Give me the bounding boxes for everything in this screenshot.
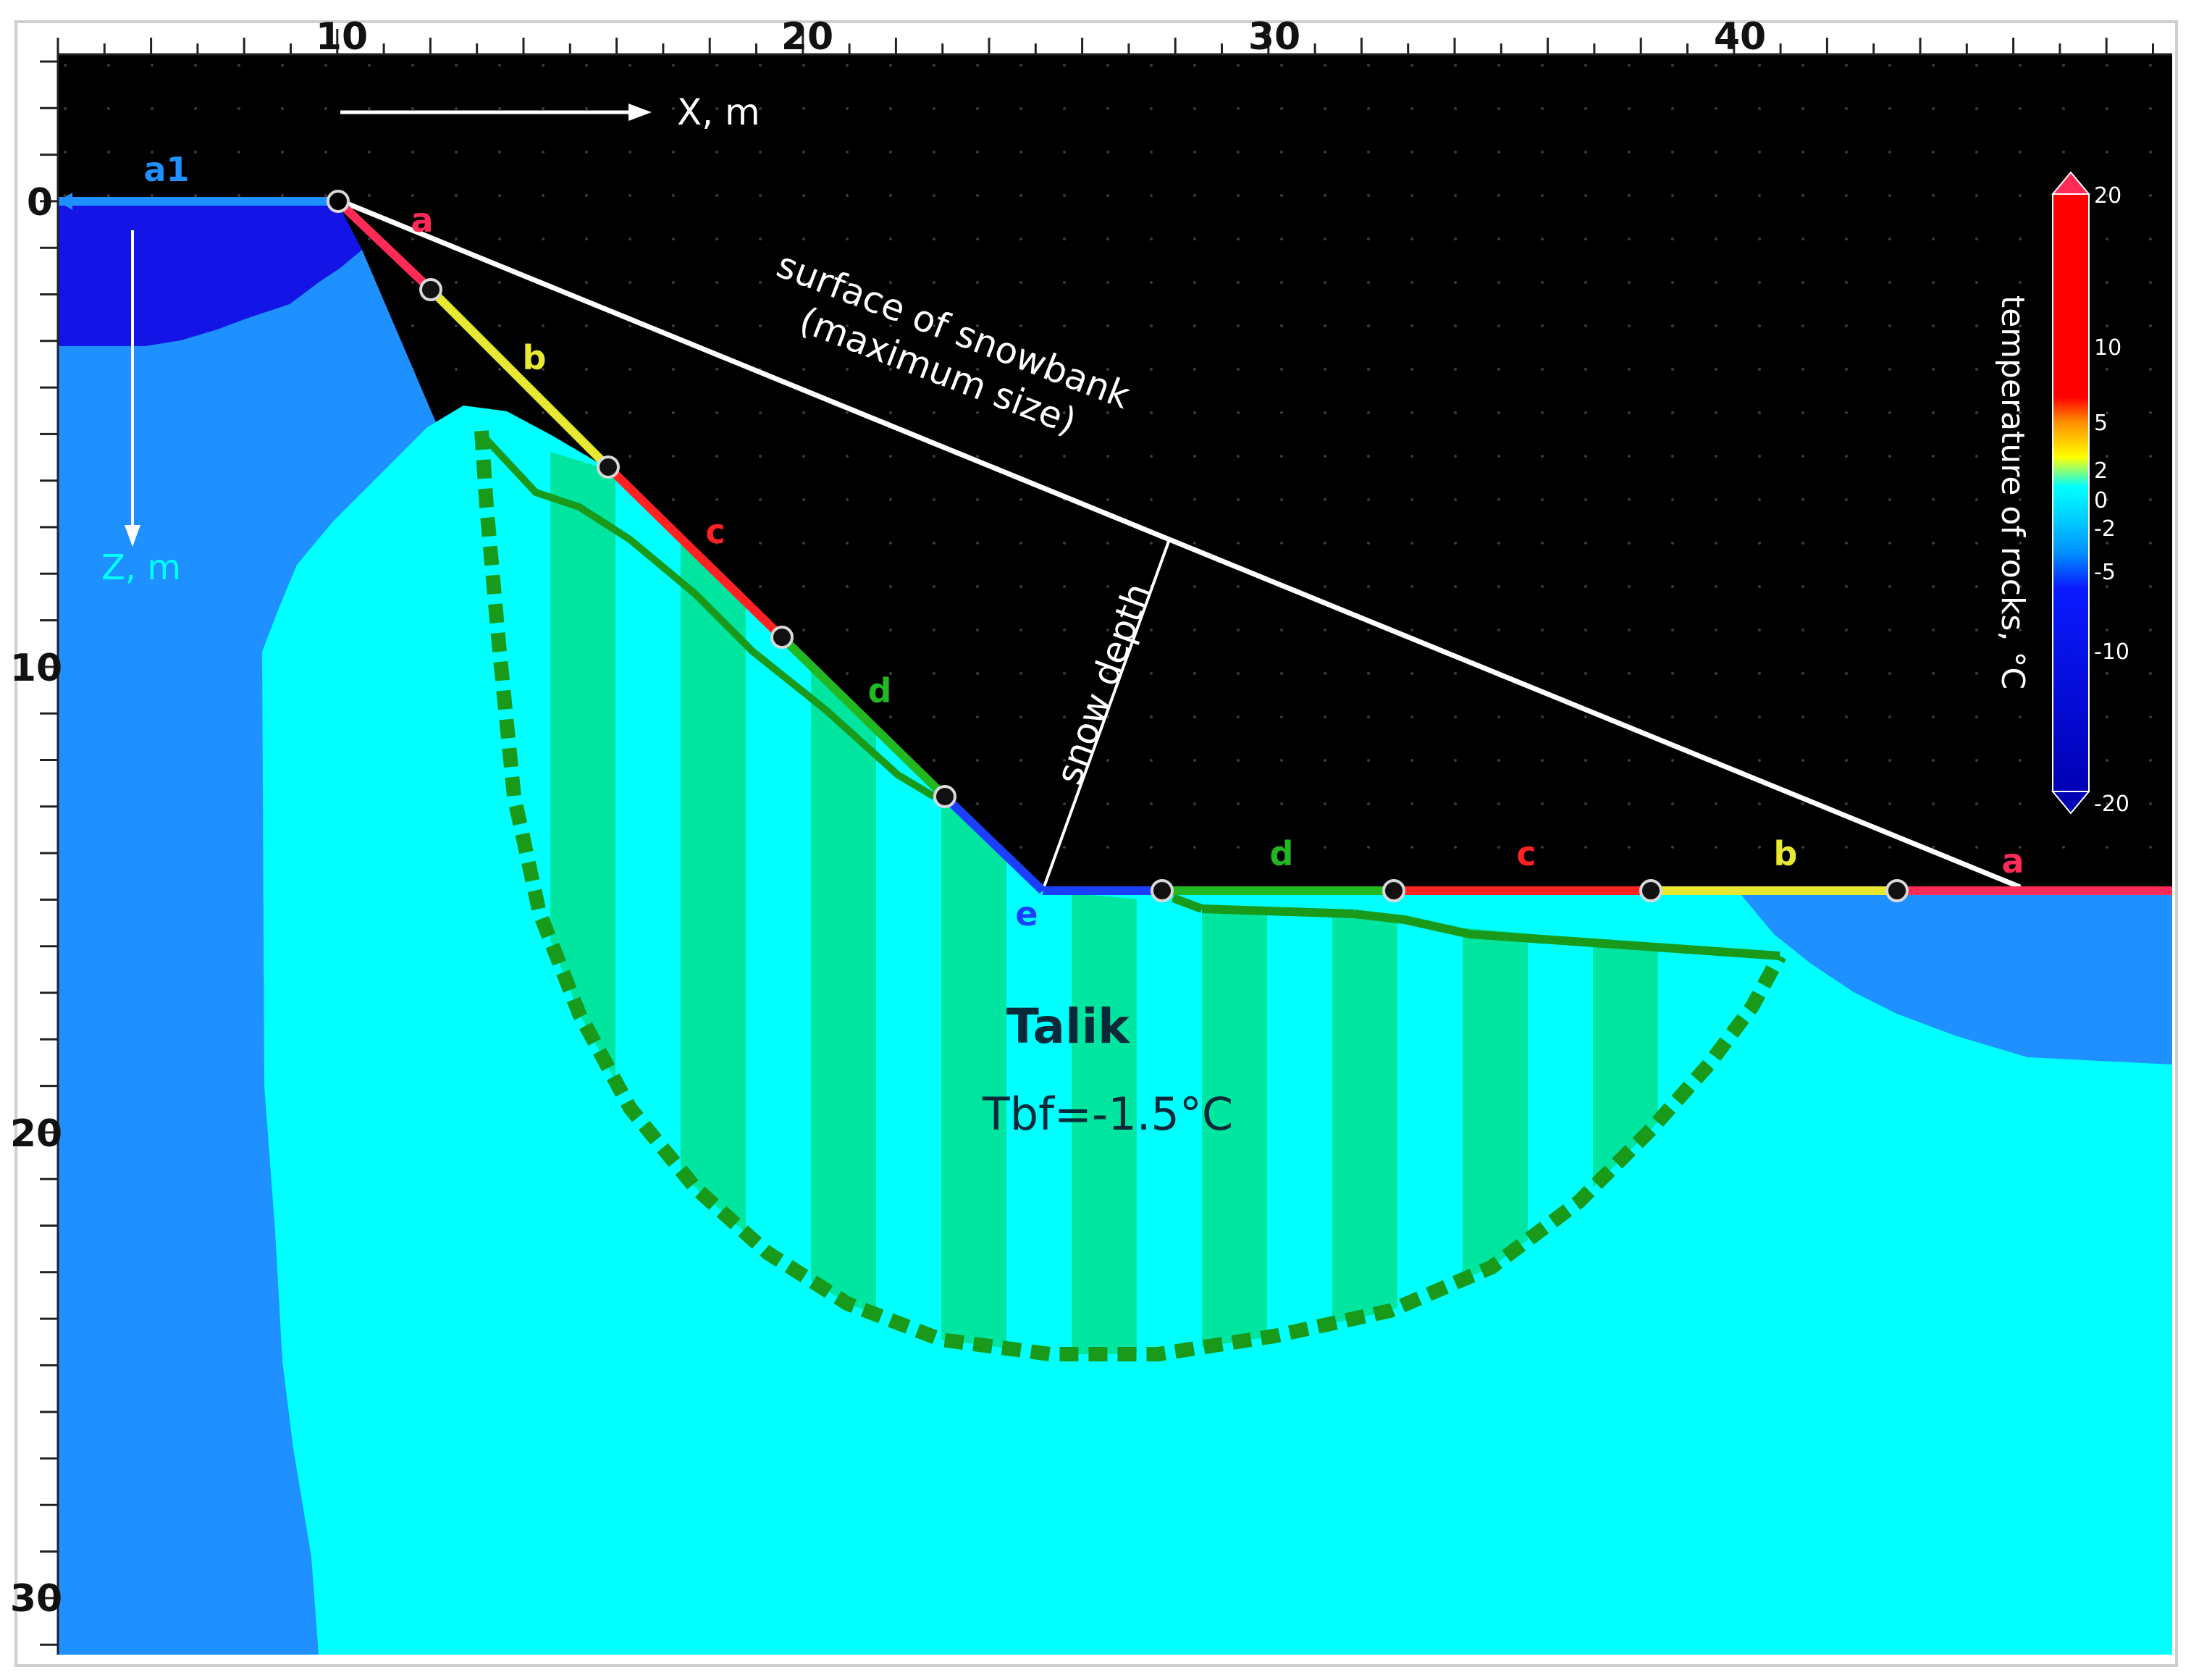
x-arrow-head [628,104,652,121]
colorbar-bottom-arrow [2051,791,2091,815]
z-arrow-head [125,525,140,547]
boundary-markers [327,190,1909,902]
marker-point [597,455,620,479]
slope-segment-d [778,634,949,800]
colorbar-title: temperature of rocks, °C [1994,295,2031,689]
x-tick-label: 40 [1714,15,1766,59]
snow-depth-line [1041,539,1171,891]
marker-point [327,190,350,213]
x-tick-label: 10 [316,15,368,59]
colorbar-title-group: temperature of rocks, °C [1994,295,2031,689]
segment-label: b [1774,834,1798,873]
talik-bottom-lines [1171,894,1780,960]
snowbank-surface-line [337,197,2022,890]
colorbar-tick: 2 [2094,458,2108,484]
segment-label: a [2001,841,2024,881]
segment-label: e [1015,894,1038,933]
talik-label: Talik [1006,999,1131,1054]
marker-point [419,278,442,301]
segment-label: c [705,512,725,551]
colorbar-tick: -10 [2094,639,2129,665]
z-tick-label: 30 [10,1577,62,1621]
slope-segment-a [335,198,434,293]
tbf-label: Tbf=-1.5°C [982,1088,1233,1141]
colorbar-tick: -20 [2094,791,2129,817]
x-tick-label: 20 [781,15,833,59]
z-tick-label: 0 [27,181,53,224]
x-tick-label: 30 [1248,15,1300,59]
segment-label: a [411,201,433,240]
marker-point [1639,879,1662,902]
left-edge-arrow [58,193,72,210]
colorbar-tick: 20 [2094,183,2121,209]
talik-top-boundary [482,435,936,800]
marker-point [770,626,794,649]
segment-label: c [1516,834,1536,873]
plot-area [58,54,2172,1655]
talik-boundary [474,430,1786,1361]
slope-segment-b [427,286,612,471]
marker-point [1885,879,1909,902]
colorbar-tick: 5 [2094,411,2108,436]
axis-ticks [40,29,2172,1655]
segment-label-a1: a1 [143,150,189,189]
z-tick-label: 20 [10,1112,62,1156]
z-tick-label: 10 [10,647,62,690]
marker-point [933,785,956,808]
colorbar: 20 10 5 2 0 -2 -5 -10 -20 [2051,171,2129,817]
colorbar-body [2052,193,2090,792]
colorbar-tick: 0 [2094,488,2108,513]
x-axis-label: X, m [677,91,760,133]
colorbar-tick: 10 [2094,335,2121,361]
segment-label: b [523,338,547,377]
segment-label: d [868,671,892,710]
slope-segment-c [605,463,786,641]
colorbar-tick: -2 [2094,516,2116,542]
slope-segment-e [941,793,1046,894]
marker-point [1151,879,1174,902]
colorbar-tick: -5 [2094,560,2116,585]
segment-label: d [1270,834,1294,873]
z-axis-label: Z, m [101,547,181,588]
marker-point [1382,879,1405,902]
